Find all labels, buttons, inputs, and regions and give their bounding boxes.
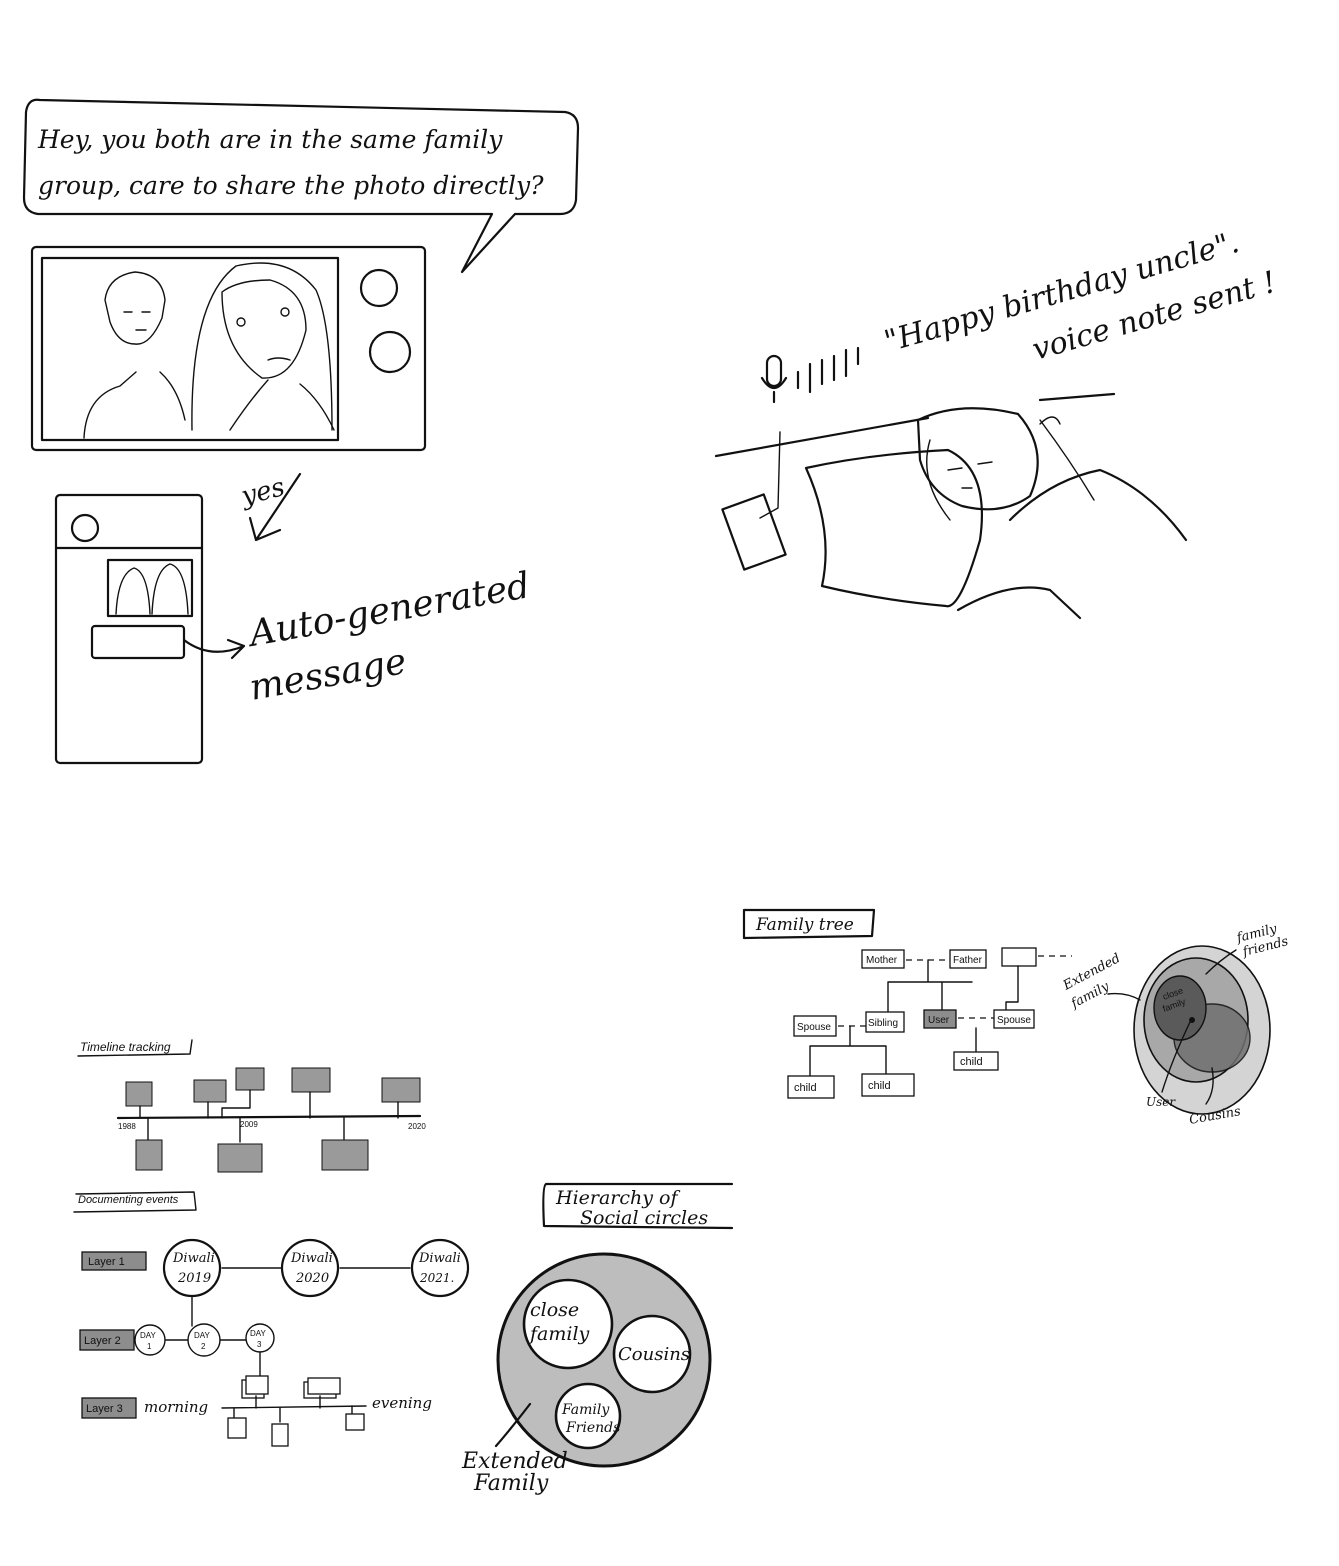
user-node: User [928, 1015, 950, 1026]
spouse2-node: Spouse [997, 1015, 1031, 1026]
child-node-2: child [868, 1080, 891, 1092]
layer3-label: Layer 3 [86, 1403, 123, 1415]
panel-timeline: Timeline tracking 1988 2009 2020 [77, 1039, 426, 1173]
hierarchy-title-line1: Hierarchy of [555, 1187, 680, 1209]
microphone-icon [760, 354, 788, 404]
father-node: Father [953, 955, 983, 966]
close-family-line1: close [530, 1299, 579, 1321]
family-friends-line1: Family [561, 1402, 610, 1418]
diwali-2019-year: 2019 [177, 1271, 211, 1286]
layer1-label: Layer 1 [88, 1256, 125, 1268]
auto-message-arrow [182, 638, 246, 660]
layer2-label: Layer 2 [84, 1335, 121, 1347]
yes-label: yes [237, 472, 287, 512]
panel-voice-note: "Happy birthday uncle". voice note sent … [714, 225, 1280, 620]
day1-number: 1 [147, 1342, 152, 1351]
user-dot [1189, 1017, 1195, 1023]
cousins-circle [612, 1314, 692, 1394]
diwali-2021-year: 2021. [419, 1271, 454, 1285]
panel-family-tree: Family tree Mother Father Spouse Sibling… [742, 908, 1072, 1099]
timeline-photo-tiles [125, 1067, 421, 1173]
soundwave-icon [796, 346, 860, 394]
diwali-2020-year: 2020 [295, 1271, 329, 1286]
sibling-node: Sibling [868, 1018, 898, 1029]
year-1988: 1988 [118, 1122, 136, 1131]
morning-label: morning [144, 1398, 208, 1416]
landscape-phone-icon [30, 245, 427, 452]
family-friends-line2: Friends [565, 1420, 620, 1436]
panel-hierarchy: Hierarchy of Social circles close family… [461, 1182, 734, 1496]
layer2-badge [79, 1329, 135, 1351]
auto-generated-label: Auto-generated [243, 565, 533, 655]
timeline-title: Timeline tracking [80, 1040, 171, 1054]
portrait-phone-icon [54, 493, 204, 765]
diwali-2021-name: Diwali [418, 1251, 461, 1266]
extended-family-line1: Extended [461, 1449, 568, 1474]
diwali-2020-name: Diwali [290, 1251, 333, 1266]
family-friends-circle [554, 1382, 622, 1450]
yes-arrow [248, 472, 302, 542]
close-family-line2: family [528, 1323, 590, 1345]
child-node-1: child [794, 1082, 817, 1094]
speech-text-line1: Hey, you both are in the same family [37, 125, 503, 154]
hierarchy-title-line2: Social circles [580, 1207, 708, 1229]
blank-node [1001, 947, 1037, 967]
speech-text-line2: group, care to share the photo directly? [38, 171, 544, 200]
layer3-badge [81, 1397, 137, 1419]
close-family-ring [1153, 975, 1207, 1041]
timeline-axis [116, 1114, 422, 1120]
mother-node: Mother [866, 955, 898, 966]
day1-label: DAY [140, 1331, 157, 1340]
panel-venn: close family family friends Extended fam… [1060, 921, 1290, 1128]
day2-number: 2 [201, 1342, 206, 1351]
speech-bubble [22, 98, 580, 274]
extended-family-line2: Family [473, 1471, 549, 1496]
family-tree-title: Family tree [755, 915, 854, 935]
layer3-photo-stacks [227, 1375, 365, 1447]
evening-label: evening [372, 1394, 432, 1412]
layer1-badge [81, 1251, 147, 1271]
panel-photo-share: Hey, you both are in the same family gro… [22, 98, 580, 765]
diwali-2019-name: Diwali [172, 1251, 215, 1266]
spouse-node: Spouse [797, 1022, 831, 1033]
close-family-circle [522, 1278, 614, 1370]
day2-label: DAY [194, 1331, 211, 1340]
sleeping-woman-illustration [714, 392, 1188, 620]
child-node-user: child [960, 1056, 983, 1068]
venn-user-label: User [1146, 1095, 1176, 1109]
events-title: Documenting events [78, 1194, 179, 1206]
panel-documenting-events: Documenting events Layer 1 Layer 2 Layer… [73, 1191, 470, 1447]
day3-label: DAY [250, 1329, 267, 1338]
year-2009: 2009 [240, 1120, 258, 1129]
day3-number: 3 [257, 1340, 262, 1349]
year-2020: 2020 [408, 1122, 426, 1131]
cousins-label: Cousins [618, 1344, 690, 1365]
